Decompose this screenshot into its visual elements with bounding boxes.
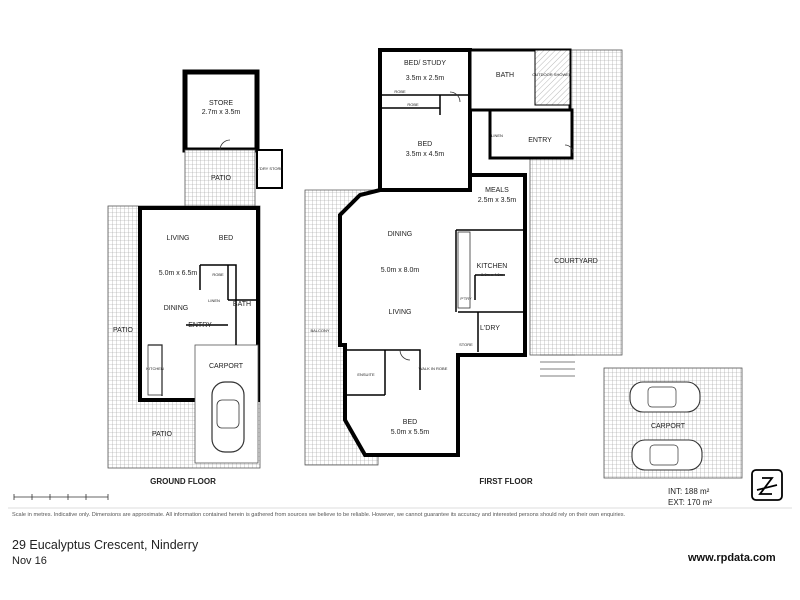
- room-label-patio-top: PATIO: [211, 175, 232, 182]
- ground-floor-plan: [107, 69, 283, 469]
- room-label-master-bed: BED: [403, 419, 417, 426]
- room-label-ensuite: ENSUITE: [357, 372, 375, 377]
- room-label-patio-left: PATIO: [113, 327, 134, 334]
- room-size-kitchen-first: 3.0m x 4.0m: [481, 272, 504, 277]
- room-size-living-first: 5.0m x 8.0m: [381, 267, 420, 274]
- room-label-bath: BATH: [233, 301, 251, 308]
- plan-date: Nov 16: [12, 555, 47, 567]
- car-icon: [629, 381, 701, 413]
- disclaimer-text: Scale in metres. Indicative only. Dimens…: [12, 512, 626, 518]
- room-label-bed: BED: [219, 235, 233, 242]
- room-label-ldry-first: L'DRY: [480, 325, 500, 332]
- room-size-meals: 2.5m x 3.5m: [478, 197, 517, 204]
- room-label-ldry-store: L'DRY STORE: [257, 166, 283, 171]
- room-label-ptry: P'TRY: [460, 296, 472, 301]
- room-label-meals: MEALS: [485, 187, 509, 194]
- room-label-robe-2: ROBE: [407, 102, 419, 107]
- room-label-carport-right: CARPORT: [651, 423, 686, 430]
- room-label-kitchen: KITCHEN: [146, 366, 164, 371]
- room-size-living: 5.0m x 6.5m: [159, 270, 198, 277]
- room-label-living-first: LIVING: [389, 309, 412, 316]
- floor-title-ground: GROUND FLOOR: [150, 477, 216, 486]
- room-label-store-first: STORE: [459, 342, 473, 347]
- north-arrow-icon: [751, 469, 783, 501]
- room-size-bed-1: 3.5m x 4.5m: [406, 151, 445, 158]
- room-label-outdoor-shower: OUTDOOR SHOWER: [532, 72, 572, 77]
- room-label-carport: CARPORT: [209, 363, 244, 370]
- room-label-bath-first: BATH: [496, 72, 514, 79]
- area-internal: INT: 188 m²: [668, 487, 710, 496]
- website-link[interactable]: www.rpdata.com: [688, 552, 776, 564]
- room-size-bed-study: 3.5m x 2.5m: [406, 75, 445, 82]
- area-external: EXT: 170 m²: [668, 498, 712, 507]
- room-label-entry-first: ENTRY: [528, 137, 552, 144]
- car-icon: [631, 439, 703, 471]
- room-label-living: LIVING: [167, 235, 190, 242]
- property-address: 29 Eucalyptus Crescent, Ninderry: [12, 538, 199, 552]
- room-size-store: 2.7m x 3.5m: [202, 109, 241, 116]
- floor-title-first: FIRST FLOOR: [479, 477, 533, 486]
- room-label-kitchen-first: KITCHEN: [477, 263, 508, 270]
- room-label-balcony: BALCONY: [310, 328, 329, 333]
- first-floor-plan: [304, 48, 623, 466]
- carport-plan: [603, 367, 743, 479]
- car-icon: [211, 381, 245, 453]
- room-label-bed-1: BED: [418, 141, 432, 148]
- room-label-linen: LINEN: [208, 298, 220, 303]
- room-label-bed-study: BED/ STUDY: [404, 60, 446, 67]
- room-label-robe: ROBE: [212, 272, 224, 277]
- room-label-store: STORE: [209, 100, 233, 107]
- room-label-courtyard: COURTYARD: [554, 258, 598, 265]
- room-label-walk-in-robe: WALK IN ROBE: [419, 366, 448, 371]
- room-label-linen-first: LINEN: [491, 133, 503, 138]
- room-label-patio-bottom: PATIO: [152, 431, 173, 438]
- room-label-entry: ENTRY: [188, 322, 212, 329]
- scale-bar: [13, 494, 109, 500]
- room-label-dining: DINING: [164, 305, 189, 312]
- room-size-master-bed: 5.0m x 5.5m: [391, 429, 430, 436]
- room-label-robe-1: ROBE: [394, 89, 406, 94]
- room-label-dining-first: DINING: [388, 231, 413, 238]
